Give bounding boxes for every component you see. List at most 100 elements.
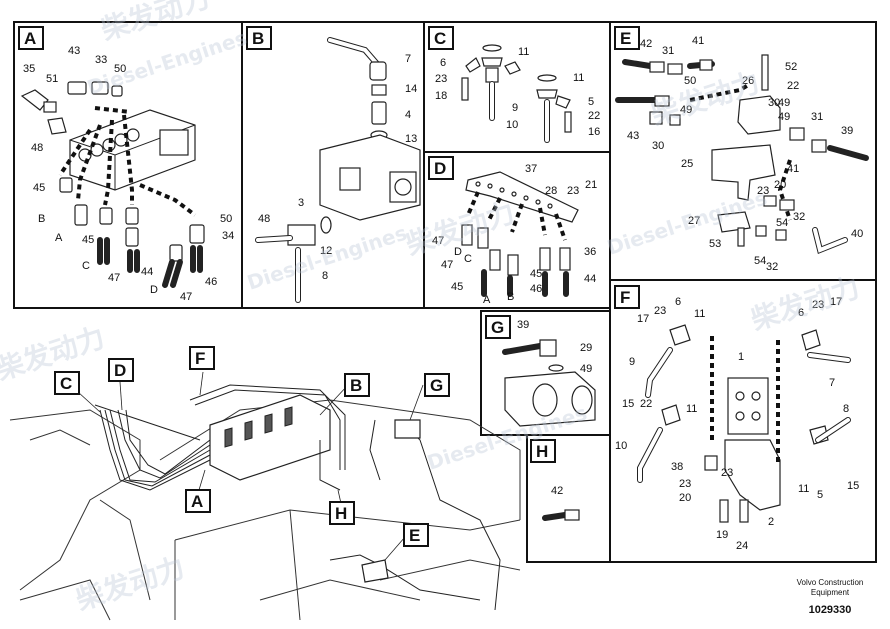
callout-22: 22 [787,80,799,92]
callout-9: 9 [512,102,518,114]
callout-29: 29 [580,342,592,354]
overview-tags: C D F B G A H E [54,346,450,547]
callout-30b: 30 [768,97,780,109]
callout-49: 49 [580,363,592,375]
callout-47: 47 [432,235,444,247]
callout-39: 39 [517,319,529,331]
footer-company: Volvo Construction [797,578,864,587]
callout-d: D [454,246,462,258]
overview-tag-h: H [335,504,347,523]
footer-subtitle: Equipment [811,588,850,597]
drawing-number: 1029330 [809,604,852,616]
callout-48: 48 [258,213,270,225]
callout-4: 4 [405,109,411,121]
callout-1: 1 [738,351,744,363]
machine-overview [9,371,521,621]
panel-c: C 11 6 23 18 11 9 5 22 10 16 [423,21,611,153]
callout-23: 23 [567,185,579,197]
callout-54b: 54 [754,255,766,267]
callout-28: 28 [545,185,557,197]
callout-22: 22 [588,110,600,122]
callout-3: 3 [298,197,304,209]
callout-30: 30 [652,140,664,152]
callout-5: 5 [817,489,823,501]
overview-tag-d: D [114,361,126,380]
callout-49b: 49 [778,97,790,109]
callout-11c: 11 [798,483,809,495]
panel-e: E 42 31 41 52 22 50 49 26 49 [609,21,877,281]
callout-49c: 49 [778,111,790,123]
callout-34: 34 [222,230,234,242]
callout-a: A [55,232,63,244]
callout-19: 19 [716,529,728,541]
callout-20: 20 [774,179,786,191]
callout-45b: 45 [530,268,542,280]
callout-11: 11 [694,308,705,320]
callout-23: 23 [654,305,666,317]
callout-26: 26 [742,75,754,87]
panel-h: H 42 [526,434,611,563]
callout-12: 12 [320,245,332,257]
callout-10: 10 [506,119,518,131]
panel-g-label: G [491,318,504,337]
overview-tag-f: F [195,349,205,368]
callout-49: 49 [680,104,692,116]
callout-43: 43 [627,130,639,142]
callout-c: C [82,260,90,272]
callout-47: 47 [108,272,120,284]
callout-23c: 23 [721,467,733,479]
callout-5: 5 [588,96,594,108]
callout-32b: 32 [766,261,778,273]
callout-45b: 45 [82,234,94,246]
callout-17b: 17 [830,296,842,308]
panel-a: A 43 [13,21,243,309]
panel-h-label: H [536,442,548,461]
callout-6: 6 [675,296,681,308]
watermark-cn-6: 柴发动力 [72,551,189,617]
callout-45: 45 [33,182,45,194]
callout-11b: 11 [573,72,584,84]
panel-b-label: B [252,29,264,48]
callout-10: 10 [615,440,627,452]
callout-42: 42 [551,485,563,497]
overview-tag-b: B [350,376,362,395]
callout-11b: 11 [686,403,697,415]
callout-43: 43 [68,45,80,57]
callout-50: 50 [684,75,696,87]
callout-25: 25 [681,158,693,170]
panel-a-label: A [24,29,36,48]
panel-f-label: F [620,288,630,307]
callout-46: 46 [205,276,217,288]
panel-e-label: E [620,29,631,48]
callout-44: 44 [141,266,153,278]
callout-20: 20 [679,492,691,504]
callout-23: 23 [435,73,447,85]
callout-15b: 15 [847,480,859,492]
callout-c: C [464,253,472,265]
callout-50b: 50 [220,213,232,225]
callout-52: 52 [785,61,797,73]
callout-48: 48 [31,142,43,154]
callout-38: 38 [671,461,683,473]
callout-17: 17 [637,313,649,325]
overview-tag-a: A [191,492,203,511]
callout-27: 27 [688,215,700,227]
callout-23: 23 [757,185,769,197]
callout-53: 53 [709,238,721,250]
callout-8: 8 [322,270,328,282]
callout-35: 35 [23,63,35,75]
callout-6: 6 [440,57,446,69]
callout-37: 37 [525,163,537,175]
overview-tag-e: E [409,526,420,545]
callout-18: 18 [435,90,447,102]
panel-d: D 37 28 23 21 47 D C 47 45 A B 45 46 36 … [423,151,611,309]
callout-7: 7 [405,53,411,65]
callout-40: 40 [851,228,863,240]
callout-31: 31 [662,45,674,57]
callout-8: 8 [843,403,849,415]
callout-31b: 31 [811,111,823,123]
callout-50: 50 [114,63,126,75]
callout-24: 24 [736,540,748,552]
callout-33: 33 [95,54,107,66]
